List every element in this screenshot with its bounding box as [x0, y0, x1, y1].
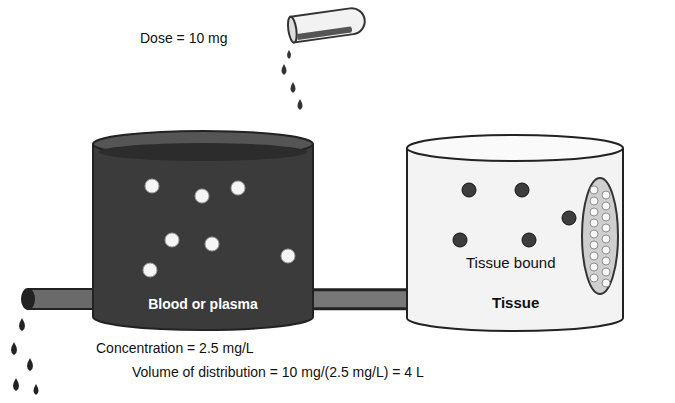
pipe-group: [314, 299, 406, 300]
drug-molecule: [562, 211, 576, 225]
bound-molecule: [590, 230, 598, 238]
drug-molecule: [522, 233, 536, 247]
outlet-pipe: [22, 289, 94, 309]
bound-molecule: [590, 274, 598, 282]
bound-molecule: [590, 197, 598, 205]
tissue-bound-region: [582, 178, 618, 294]
drug-molecule: [462, 183, 476, 197]
bound-molecule: [590, 241, 598, 249]
bound-molecule: [602, 224, 610, 232]
concentration-label: Concentration = 2.5 mg/L: [96, 340, 254, 357]
liquid-surface: [99, 143, 307, 161]
bound-molecule: [602, 268, 610, 276]
drug-molecule: [281, 249, 295, 263]
drug-molecule: [515, 183, 529, 197]
bound-molecule: [602, 235, 610, 243]
pipe-interior: [314, 291, 406, 307]
drug-molecule: [205, 237, 219, 251]
beaker-body: [93, 144, 313, 330]
bound-molecule: [590, 263, 598, 271]
bound-molecule: [602, 246, 610, 254]
plasma-beaker: Blood or plasma: [90, 128, 316, 333]
bound-molecule: [602, 202, 610, 210]
drug-molecule: [143, 263, 157, 277]
bound-molecule: [590, 219, 598, 227]
drug-molecule: [165, 233, 179, 247]
tissue-beaker: Tissue boundTissue: [404, 132, 626, 334]
node-heading: Blood or plasma: [148, 296, 258, 313]
node-subheading: Tissue: [492, 294, 539, 312]
beaker-rim: [407, 135, 623, 161]
outflow-drops: [11, 318, 39, 395]
dose-drops: [282, 50, 303, 110]
bound-molecule: [602, 279, 610, 287]
drug-molecule: [453, 233, 467, 247]
bound-molecule: [590, 186, 598, 194]
node-heading: Tissue bound: [466, 254, 556, 272]
beaker-body: [407, 148, 623, 331]
drug-molecule: [195, 189, 209, 203]
volume-label: Volume of distribution = 10 mg/(2.5 mg/L…: [132, 364, 424, 381]
bound-molecule: [590, 252, 598, 260]
bound-molecule: [602, 213, 610, 221]
drug-molecule: [231, 181, 245, 195]
bound-molecule: [602, 191, 610, 199]
dose-label: Dose = 10 mg: [140, 30, 228, 47]
test-tube: [287, 7, 367, 43]
bound-molecule: [590, 208, 598, 216]
drug-molecule: [145, 179, 159, 193]
connecting-pipe: [314, 288, 406, 310]
bound-molecule: [602, 257, 610, 265]
